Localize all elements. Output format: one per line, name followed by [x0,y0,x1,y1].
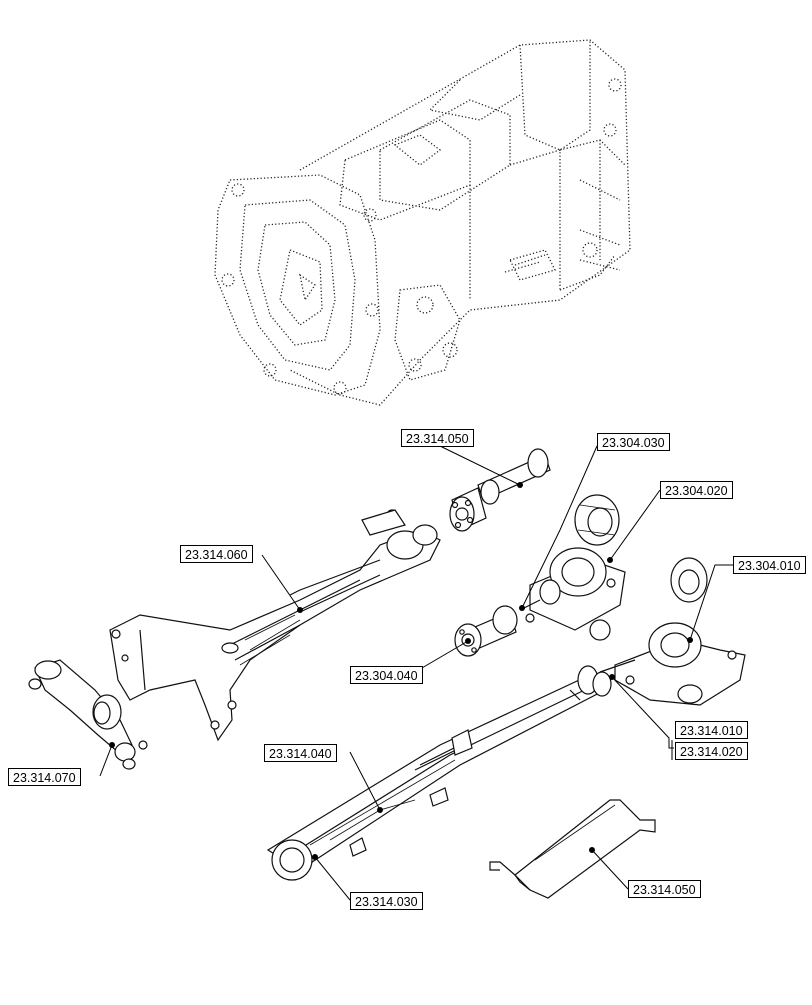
drive-shaft-upper [449,448,551,532]
callout-23-314-030[interactable]: 23.314.030 [350,892,423,910]
gearbox-upper-assembly [519,494,626,641]
leader-dots [109,482,693,860]
transmission-housing-illustration [214,39,631,406]
universal-joint [454,605,518,657]
callout-23-314-060[interactable]: 23.314.060 [180,545,253,563]
gearbox-lower-assembly [599,557,746,706]
callout-23-314-050-upper[interactable]: 23.314.050 [401,429,474,447]
callout-23-314-050-lower[interactable]: 23.314.050 [628,880,701,898]
callout-23-314-040[interactable]: 23.314.040 [264,744,337,762]
callout-23-314-010[interactable]: 23.314.010 [675,721,748,739]
link-arm-assembly [28,659,148,770]
callout-23-314-020[interactable]: 23.314.020 [675,742,748,760]
axle-tube-housing [266,665,612,881]
callout-23-304-030[interactable]: 23.304.030 [597,433,670,451]
axle-support-bracket [109,509,441,742]
callout-23-314-070[interactable]: 23.314.070 [8,768,81,786]
callout-23-304-020[interactable]: 23.304.020 [660,481,733,499]
shield-plate [489,799,656,899]
callout-23-304-010[interactable]: 23.304.010 [733,556,806,574]
callout-23-304-040[interactable]: 23.304.040 [350,666,423,684]
